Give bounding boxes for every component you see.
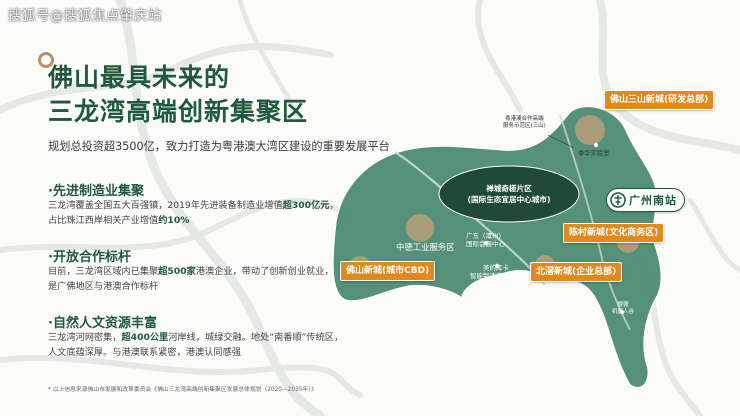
title-ring-decoration (38, 52, 54, 68)
chancheng-core-zone (438, 165, 580, 223)
section-body-line: 占比珠江西岸相关产业增值约10% (48, 215, 190, 226)
section-body-line: 人文底蕴深厚。与港澳联系紧密，港澳认同感强 (48, 347, 241, 358)
label-lizhu-lab: 季华实验室 (578, 150, 610, 157)
map-point-shunde (620, 310, 624, 314)
page-subtitle: 规划总投资超3500亿，致力打造为粤港澳大湾区建设的重要发展平台 (48, 140, 390, 153)
tag-chencun-new-city[interactable]: 陈村新城(文化商务区) (563, 223, 665, 243)
tag-foshan-cbd[interactable]: 佛山新城(城市CBD) (340, 261, 436, 281)
section-body-cooperation: 目前，三龙湾区域内已集聚超500家港澳企业，带动了创新创业就业， 是广佛地区与港… (48, 264, 334, 294)
source-footnote: * 以上信息来源佛山市发展和改革委员会《佛山三龙湾高端创新集聚区发展总体规划（2… (48, 387, 318, 393)
section-heading-cooperation: ·开放合作标杆 (48, 250, 131, 265)
section-heading-manufacturing: ·先进制造业集聚 (48, 184, 144, 199)
zone-marker-zhongde (406, 214, 434, 242)
station-name: 广州南站 (629, 194, 677, 207)
section-heading-resources: ·自然人文资源丰富 (48, 316, 157, 331)
section-body-line: 三龙湾覆盖全国五大百强镇，2019年先进装备制造业增值超300亿元， (48, 200, 339, 211)
section-body-line: 目前，三龙湾区域内已集聚超500家港澳企业，带动了创新创业就业， (48, 266, 334, 277)
chancheng-center-label: 禅城奇槎片区 (国际生态宜居中心城市) (467, 184, 551, 204)
label-zhongde-industry: 中德工业服务区 (396, 242, 455, 252)
label-meide-kuka: 美的库卡 智能制造产业基地 (470, 264, 522, 280)
label-guangdong-expo: 广东（潭州） 国际会展中心 (466, 232, 505, 248)
label-shunde-robot: 顺德 机器人谷 (612, 302, 635, 315)
section-body-manufacturing: 三龙湾覆盖全国五大百强镇，2019年先进装备制造业增值超300亿元， 占比珠江西… (48, 198, 339, 228)
map-point-guangdong (483, 240, 489, 246)
watermark: 搜狐号@搜狐焦点肇庆站 (8, 8, 162, 24)
map-point-lizhu (593, 142, 599, 148)
page-title-line1: 佛山最具未来的 (48, 63, 231, 92)
page-title-line2: 三龙湾高端创新集聚区 (48, 97, 309, 126)
map-point-meide (494, 263, 500, 269)
label-yuegangao-zone: 粤港澳合作高端 服务示范区(三山) (503, 116, 546, 129)
tag-beijiao-new-city[interactable]: 北滘新城(企业总部) (530, 262, 623, 282)
railway-station-icon (610, 192, 626, 208)
guangzhou-south-station[interactable]: 广州南站 (606, 188, 685, 212)
section-body-resources: 三龙湾河网密集，超400公里河岸线，城绿交融。地处“南番顺”传统区， 人文底蕴深… (48, 330, 343, 360)
section-body-line: 三龙湾河网密集，超400公里河岸线，城绿交融。地处“南番顺”传统区， (48, 332, 344, 343)
tag-sanshan-new-city[interactable]: 佛山三山新城(研发总部) (604, 90, 715, 110)
zone-marker-sanshan (575, 115, 605, 145)
section-body-line: 是广佛地区与港澳合作标杆 (48, 281, 159, 292)
